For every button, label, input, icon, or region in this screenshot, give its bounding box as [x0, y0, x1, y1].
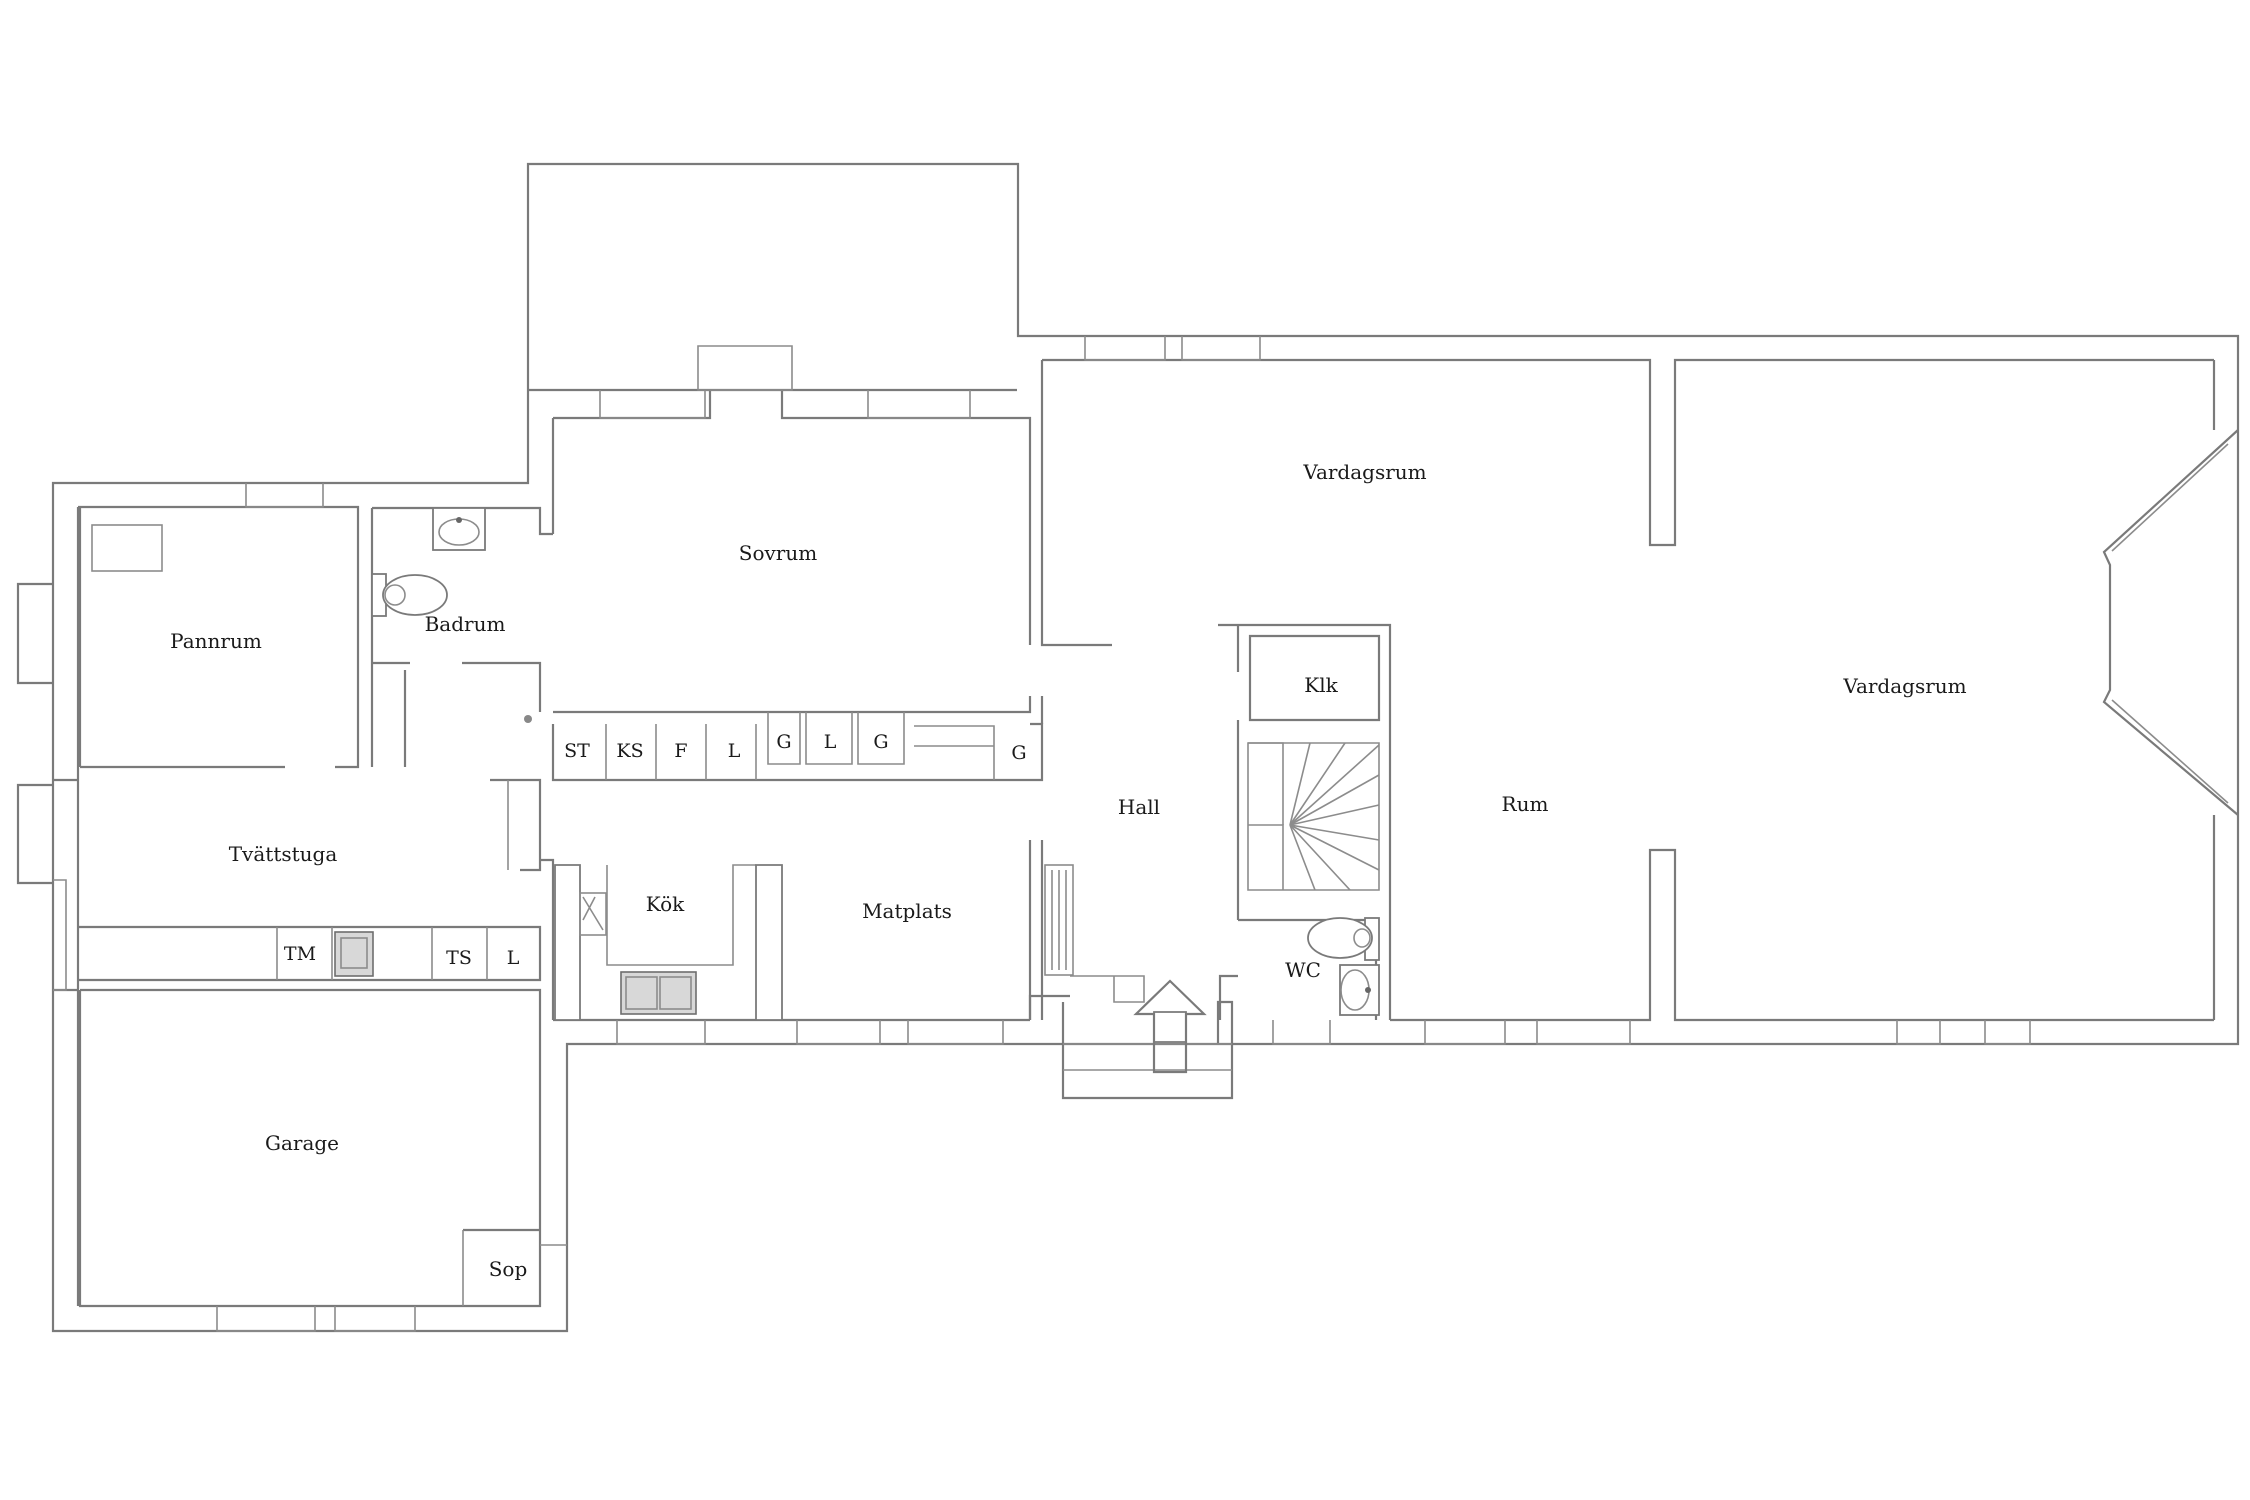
room-label-wc: WC [1285, 958, 1321, 982]
windows [53, 336, 2031, 1332]
room-label-badrum: Badrum [425, 612, 506, 636]
room-label-sop: Sop [489, 1257, 528, 1281]
room-label-vardagsrum-1: Vardagsrum [1302, 460, 1426, 484]
closet-label-tm: TM [284, 943, 316, 965]
washbasin-icon [432, 507, 486, 551]
closet-label-ks: KS [616, 740, 643, 762]
toilet-icon [371, 573, 448, 617]
room-label-vardagsrum-2: Vardagsrum [1842, 674, 1966, 698]
entrance-arrow-icon [1133, 979, 1207, 1074]
interior-walls [53, 358, 2216, 1308]
room-label-hall: Hall [1118, 795, 1160, 819]
radiator-icon [1044, 864, 1074, 976]
room-label-pannrum: Pannrum [170, 629, 262, 653]
closet-label-g3: G [1011, 742, 1026, 764]
closet-label-ts: TS [446, 947, 472, 969]
room-label-tvattstuga: Tvättstuga [229, 842, 338, 866]
room-label-garage: Garage [265, 1131, 339, 1155]
room-label-klk: Klk [1304, 673, 1338, 697]
room-labels: Pannrum Badrum Sovrum Vardagsrum Vardags… [170, 460, 1967, 1281]
closet-label-f: F [674, 740, 687, 762]
wc-toilet-icon [1307, 917, 1380, 961]
room-label-matplats: Matplats [862, 899, 952, 923]
closet-label-g2: G [873, 731, 888, 753]
closet-label-st: ST [564, 740, 590, 762]
double-sink-icon [620, 971, 697, 1015]
closet-label-g1: G [776, 731, 791, 753]
shower-head-icon [524, 715, 532, 723]
room-label-kok: Kök [646, 892, 685, 916]
spiral-stairs-icon [1289, 742, 1380, 891]
outer-walls [16, 162, 2240, 1333]
closet-label-l2: L [824, 731, 837, 753]
washer-dryer-icon [334, 931, 374, 977]
stove-icon [579, 892, 607, 936]
closet-label-l1: L [728, 740, 741, 762]
boiler-unit [91, 524, 163, 572]
room-label-sovrum: Sovrum [739, 541, 817, 565]
closet-labels: ST KS F L G L G G TM TS L [284, 731, 1027, 969]
closet-label-l3: L [507, 947, 520, 969]
wc-washbasin-icon [1339, 964, 1380, 1016]
room-label-rum: Rum [1502, 792, 1549, 816]
